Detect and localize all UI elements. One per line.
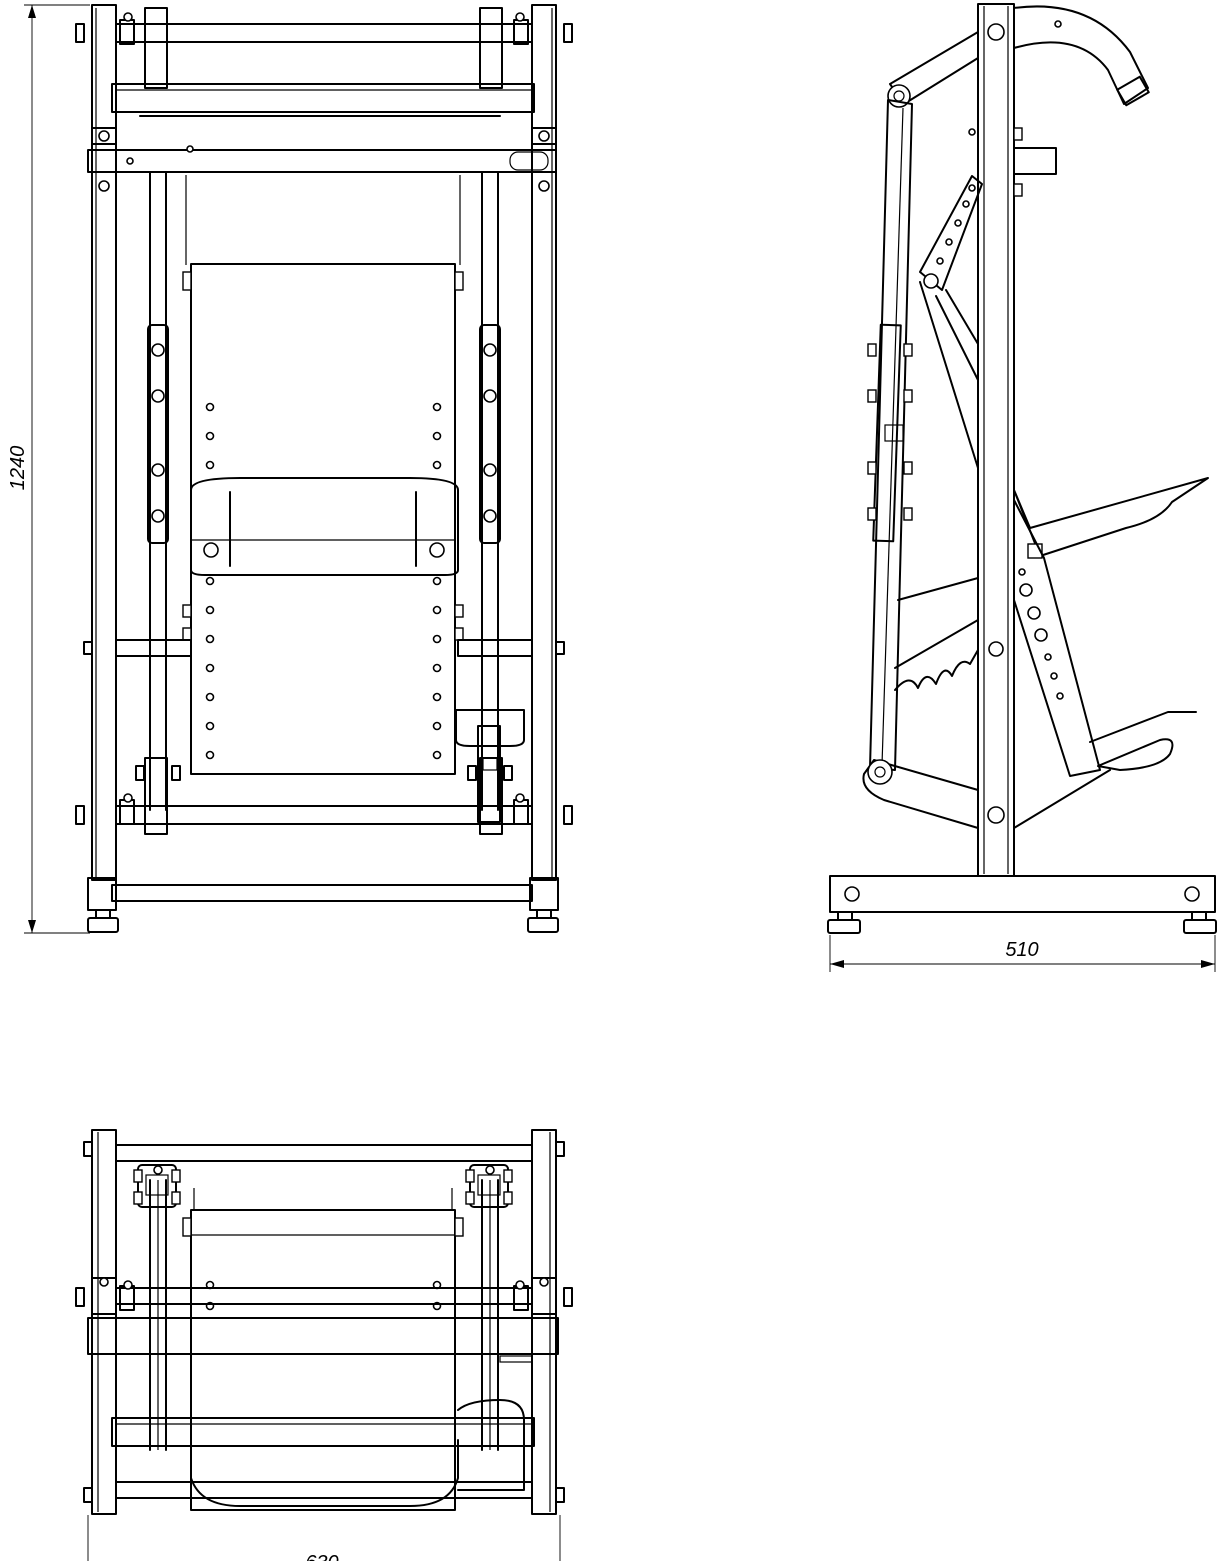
front-view [75,4,573,933]
side-knob [1013,147,1057,175]
top-mid-crossbar [87,1317,559,1355]
front-base-crossbar [111,884,533,902]
top-view [75,1129,573,1515]
side-right-foot [1183,919,1217,934]
top-lower-crossbar [111,1417,535,1447]
side-view [827,3,1217,934]
top-right-rail [531,1129,557,1515]
front-pad-holes [205,402,442,760]
front-right-upright [531,4,557,881]
side-base [829,875,1216,913]
front-left-foot [87,917,119,933]
height-dimension: 1240 [7,4,90,934]
depth-dimension: 510 [829,935,1216,972]
side-left-foot [827,919,861,934]
top-left-rail [91,1129,117,1515]
front-upper-crossbar [87,149,557,173]
width-label: 630 [305,1552,338,1561]
height-label: 1240 [7,446,29,491]
side-handle [1013,5,1149,105]
side-back-frame [869,99,913,771]
side-footrest [1013,477,1209,557]
front-right-foot [527,917,559,933]
front-top-crossbar [111,83,535,113]
front-seat [190,477,459,576]
front-left-upright [91,4,117,881]
width-dimension: 630 [87,1515,561,1561]
depth-label: 510 [1005,939,1038,961]
